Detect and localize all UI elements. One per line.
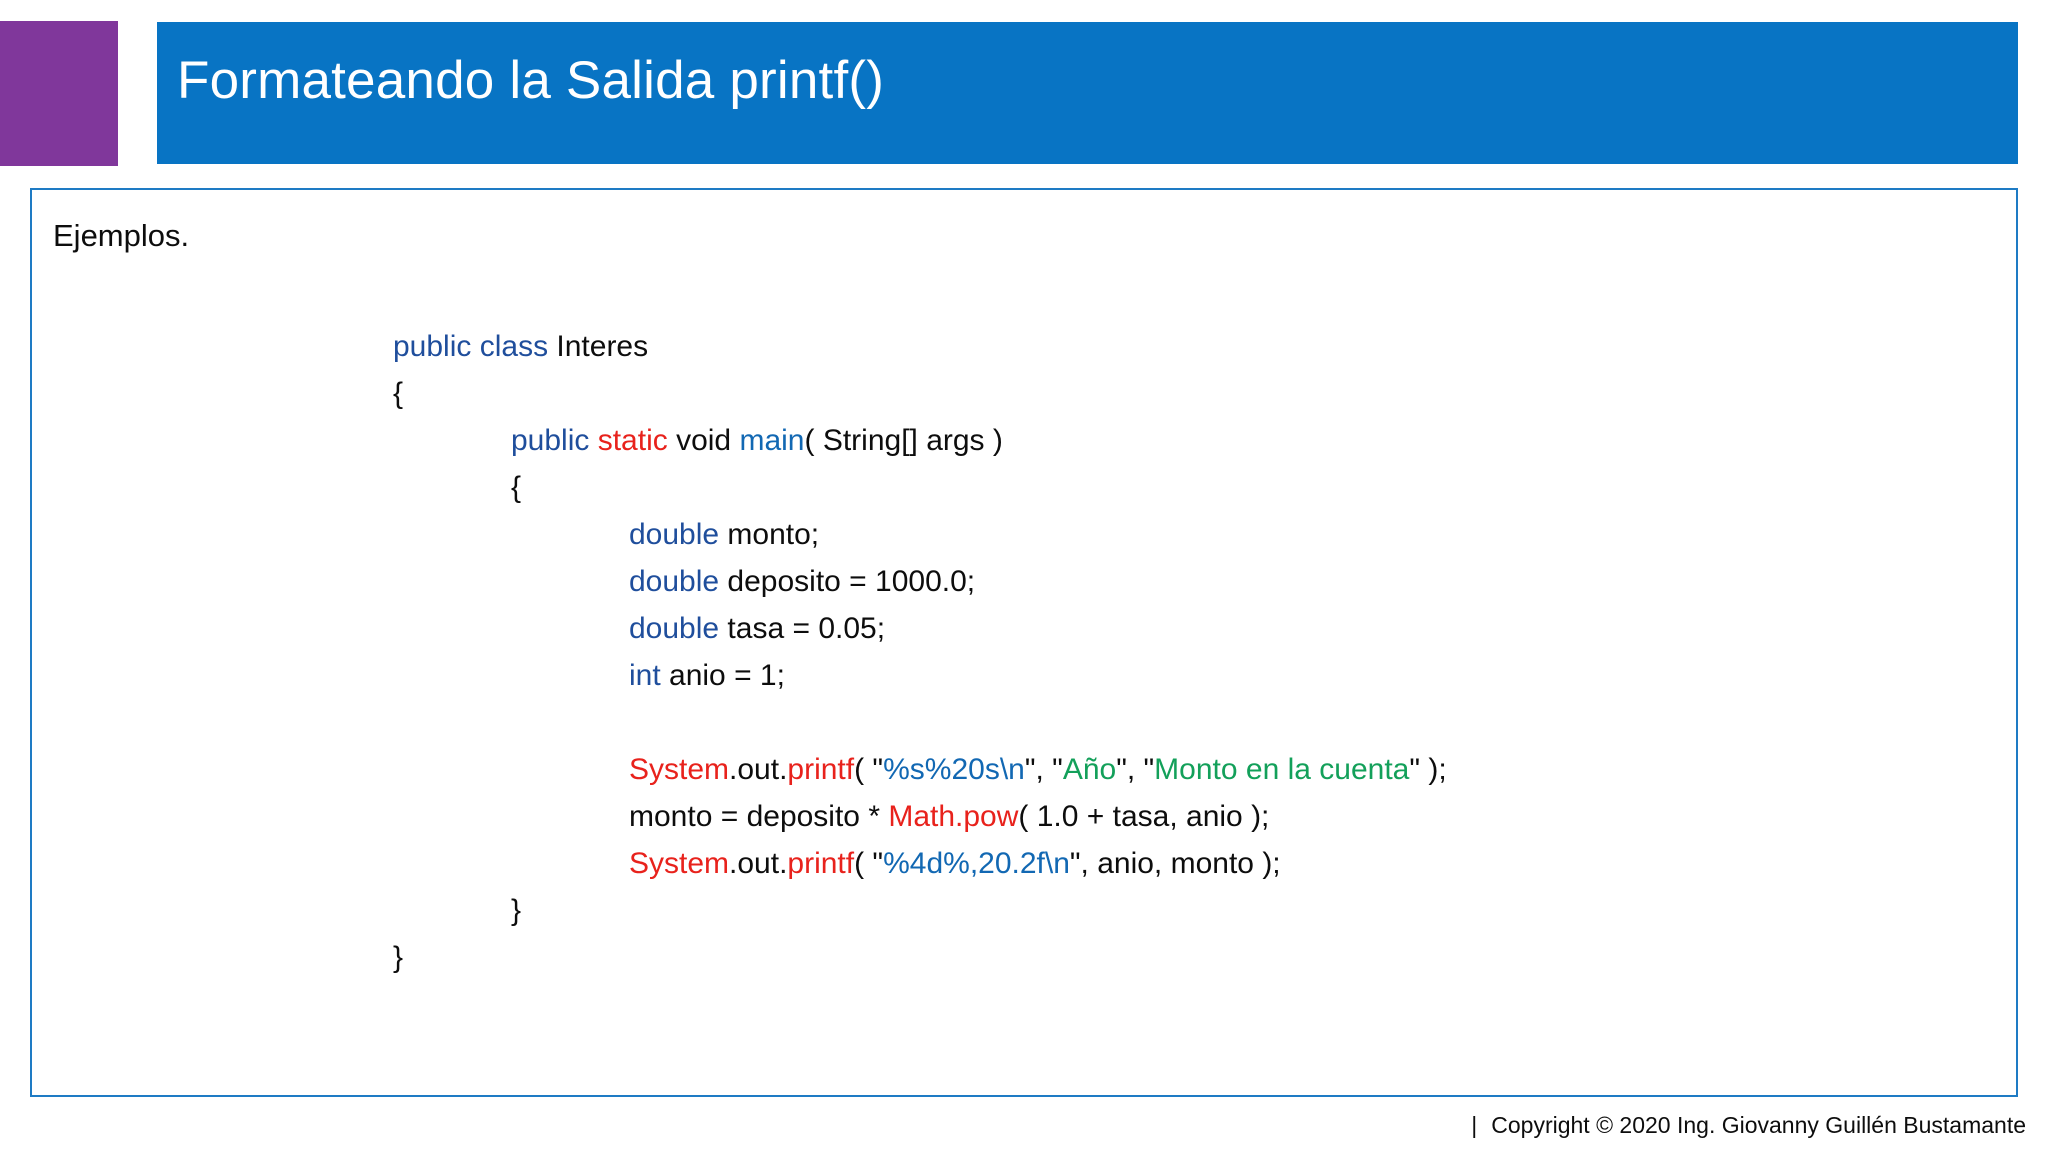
code-line: System.out.printf( "%4d%,20.2f\n", anio,… [393, 840, 1447, 887]
code-token: int [629, 659, 661, 692]
code-token: { [393, 377, 404, 410]
code-token: } [393, 941, 404, 974]
code-token: main [739, 424, 805, 457]
code-token: anio = 1; [660, 659, 785, 692]
header-accent-block [0, 21, 118, 166]
code-token: Interes [556, 330, 649, 363]
code-token: ", " [1116, 753, 1155, 786]
code-token: System [629, 753, 730, 786]
header-title-bar [157, 22, 2018, 164]
code-token: static [597, 424, 668, 457]
code-token: double [629, 565, 720, 598]
code-line: System.out.printf( "%s%20s\n", "Año", "M… [393, 746, 1447, 793]
code-token: } [511, 894, 522, 927]
code-token: " ); [1409, 753, 1447, 786]
code-token: public class [393, 330, 557, 363]
code-token: ( " [854, 753, 884, 786]
code-token: .out. [729, 847, 788, 880]
code-token: void [667, 424, 740, 457]
footer-separator: | [1471, 1112, 1478, 1138]
page-title: Formateando la Salida printf() [177, 51, 885, 110]
footer-copyright-text: Copyright © 2020 Ing. Giovanny Guillén B… [1491, 1112, 2026, 1138]
code-token: ( " [854, 847, 884, 880]
code-token: ( String[] args ) [804, 424, 1003, 457]
code-token: monto = deposito * [629, 800, 889, 833]
code-token: public [511, 424, 598, 457]
content-panel [30, 188, 2018, 1097]
code-token: tasa = 0.05; [719, 612, 886, 645]
code-token: ", " [1024, 753, 1063, 786]
code-token: monto; [719, 518, 820, 551]
code-token: double [629, 612, 720, 645]
code-token: Math.pow [888, 800, 1019, 833]
code-line: int anio = 1; [393, 652, 1447, 699]
code-listing: public class Interes { public static void … [393, 323, 1447, 981]
intro-label: Ejemplos. [53, 218, 190, 253]
code-line: { [393, 464, 1447, 511]
code-line: monto = deposito * Math.pow( 1.0 + tasa,… [393, 793, 1447, 840]
code-line: double deposito = 1000.0; [393, 558, 1447, 605]
code-token: %4d%,20.2f\n [883, 847, 1070, 880]
code-line: public class Interes [393, 323, 1447, 370]
code-token: double [629, 518, 720, 551]
code-line: { [393, 370, 1447, 417]
code-line: } [393, 934, 1447, 981]
code-token: Monto en la cuenta [1154, 753, 1410, 786]
code-token: .out. [729, 753, 788, 786]
code-token: deposito = 1000.0; [719, 565, 976, 598]
code-token: printf [787, 753, 855, 786]
code-line [393, 699, 1447, 746]
code-token: Año [1062, 753, 1117, 786]
code-token: printf [787, 847, 855, 880]
code-line: double tasa = 0.05; [393, 605, 1447, 652]
code-token: %s%20s\n [883, 753, 1025, 786]
code-line: public static void main( String[] args ) [393, 417, 1447, 464]
code-line: double monto; [393, 511, 1447, 558]
code-token: { [511, 471, 522, 504]
footer-copyright: | Copyright © 2020 Ing. Giovanny Guillén … [1471, 1110, 2026, 1140]
code-token: ( 1.0 + tasa, anio ); [1018, 800, 1270, 833]
code-line: } [393, 887, 1447, 934]
code-token: ", anio, monto ); [1069, 847, 1281, 880]
code-token: System [629, 847, 730, 880]
